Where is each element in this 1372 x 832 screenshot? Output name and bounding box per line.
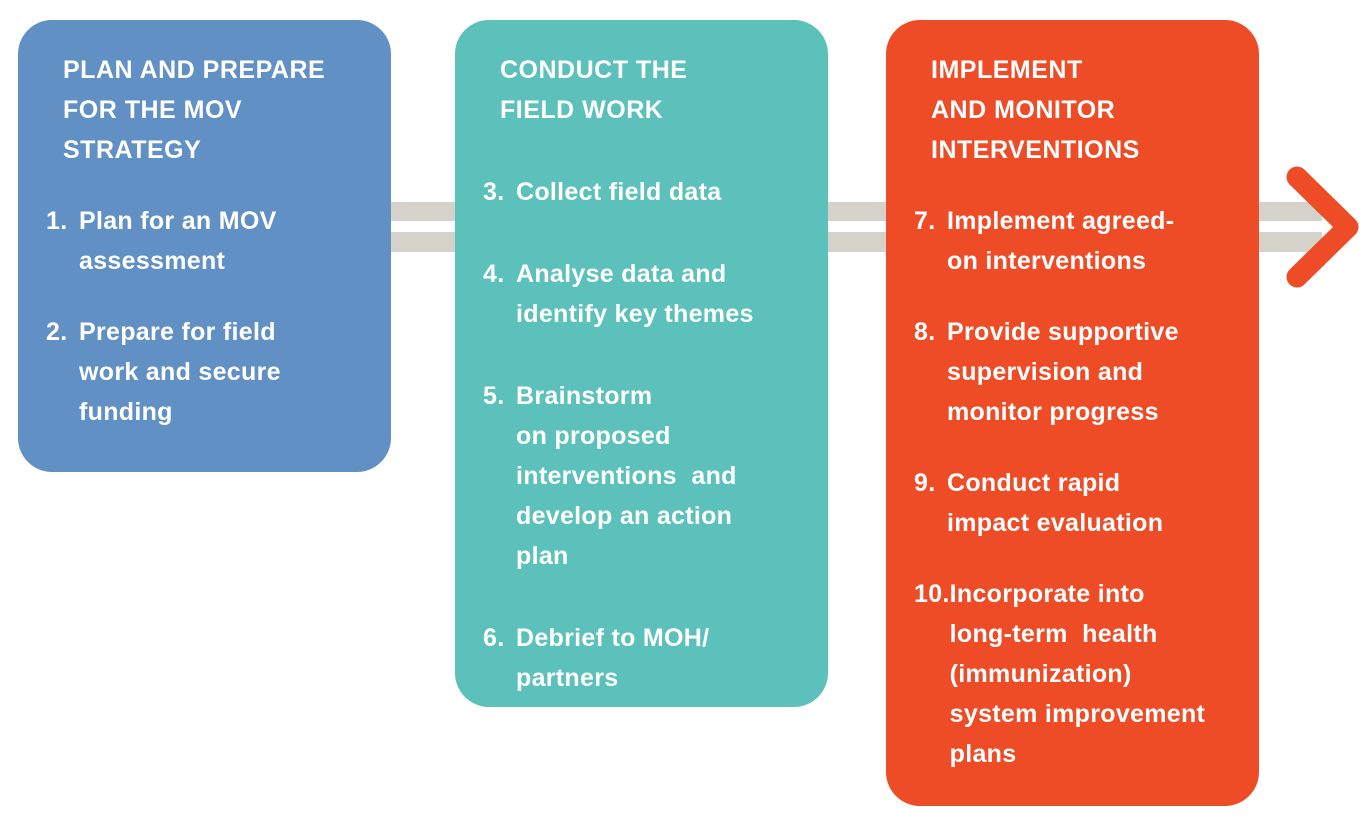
step-text: Collect field data xyxy=(516,178,722,206)
stage-card-plan-prepare: PLAN AND PREPARE FOR THE MOV STRATEGY 1.… xyxy=(18,20,391,472)
step-text: Debrief to MOH/ partners xyxy=(516,624,710,692)
step-item: 2. Prepare for field work and secure fun… xyxy=(46,312,373,432)
stage-title: IMPLEMENT AND MONITOR INTERVENTIONS xyxy=(931,56,1140,164)
step-item: 10. Incorporate into long-term health (i… xyxy=(914,574,1241,774)
step-number: 9. xyxy=(914,469,936,497)
step-item: 4. Analyse data and identify key themes xyxy=(483,254,810,334)
step-number: 4. xyxy=(483,260,505,288)
step-number: 5. xyxy=(483,382,505,410)
stage-title: CONDUCT THE FIELD WORK xyxy=(500,56,688,124)
step-number: 3. xyxy=(483,178,505,206)
stage-card-implement-monitor: IMPLEMENT AND MONITOR INTERVENTIONS 7. I… xyxy=(886,20,1259,806)
step-item: 5. Brainstorm on proposed interventions … xyxy=(483,376,810,576)
step-item: 9. Conduct rapid impact evaluation xyxy=(914,463,1241,543)
step-number: 10. xyxy=(914,580,950,608)
step-item: 6. Debrief to MOH/ partners xyxy=(483,618,810,698)
step-number: 1. xyxy=(46,207,68,235)
step-list: 1. Plan for an MOV assessment 2. Prepare… xyxy=(18,201,391,432)
step-text: Incorporate into long-term health (immun… xyxy=(949,580,1206,768)
step-list: 7. Implement agreed- on interventions 8.… xyxy=(886,201,1259,774)
step-text: Prepare for field work and secure fundin… xyxy=(79,318,281,426)
chevron-stroke xyxy=(1286,166,1359,288)
chevron-right-icon xyxy=(1286,166,1359,288)
step-text: Plan for an MOV assessment xyxy=(79,207,277,275)
step-item: 1. Plan for an MOV assessment xyxy=(46,201,373,281)
step-number: 6. xyxy=(483,624,505,652)
step-text: Analyse data and identify key themes xyxy=(516,260,754,328)
step-text: Brainstorm on proposed interventions and… xyxy=(516,382,737,570)
step-list: 3. Collect field data 4. Analyse data an… xyxy=(455,172,828,698)
step-text: Conduct rapid impact evaluation xyxy=(947,469,1164,537)
step-number: 2. xyxy=(46,318,68,346)
step-item: 3. Collect field data xyxy=(483,172,810,212)
stage-title: PLAN AND PREPARE FOR THE MOV STRATEGY xyxy=(63,56,326,164)
step-text: Provide supportive supervision and monit… xyxy=(947,318,1179,426)
step-item: 7. Implement agreed- on interventions xyxy=(914,201,1241,281)
step-number: 8. xyxy=(914,318,936,346)
stage-card-conduct-field-work: CONDUCT THE FIELD WORK 3. Collect field … xyxy=(455,20,828,707)
step-number: 7. xyxy=(914,207,936,235)
step-item: 8. Provide supportive supervision and mo… xyxy=(914,312,1241,432)
step-text: Implement agreed- on interventions xyxy=(947,207,1175,275)
